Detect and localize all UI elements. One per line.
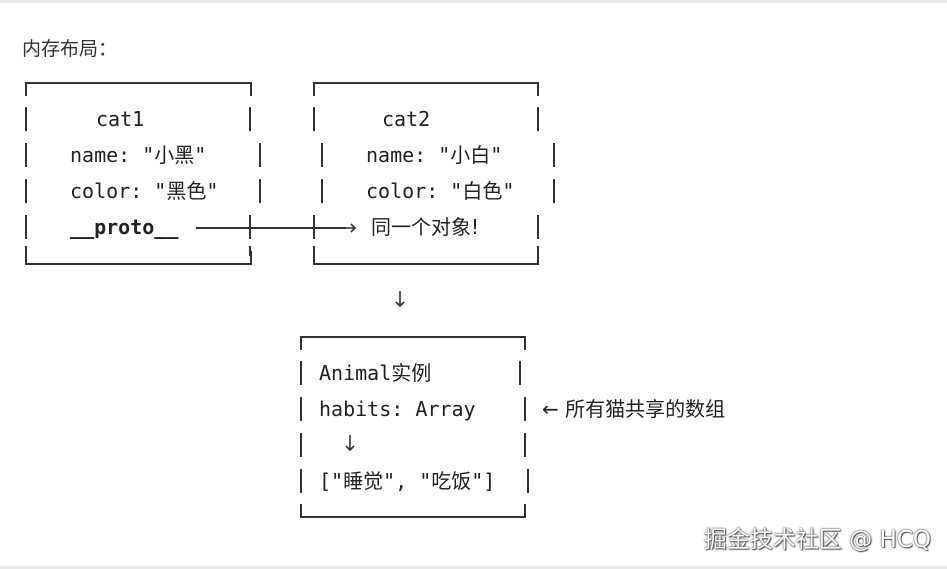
cat2-box: [313, 82, 539, 265]
arrow-down-icon: [395, 291, 405, 308]
animal-habits-field: habits: Array: [319, 397, 476, 421]
proto-arrow-line: [196, 227, 346, 229]
cat1-proto-field: __proto__: [70, 215, 179, 239]
arrow-down-icon: [345, 435, 355, 452]
watermark: 掘金技术社区 @ HCQ: [703, 527, 931, 553]
diagram-heading: 内存布局：: [22, 38, 118, 60]
arrow-right-icon: [345, 223, 357, 233]
cat1-color-field: color: "黑色": [70, 179, 219, 203]
cat2-title: cat2: [382, 107, 431, 131]
cat2-shared-label: 同一个对象!: [371, 215, 480, 239]
animal-instance-box: [300, 336, 526, 518]
cat1-title: cat1: [96, 107, 145, 131]
habits-array-value: ["睡觉", "吃饭"]: [319, 469, 496, 493]
cat2-color-field: color: "白色": [366, 179, 515, 203]
top-divider: [0, 0, 947, 3]
shared-array-note: ← 所有猫共享的数组: [542, 397, 726, 421]
cat2-name-field: name: "小白": [366, 143, 503, 167]
bottom-divider: [0, 566, 947, 569]
cat1-name-field: name: "小黑": [70, 143, 207, 167]
cat1-box: [25, 82, 252, 265]
animal-title: Animal实例: [319, 361, 432, 385]
